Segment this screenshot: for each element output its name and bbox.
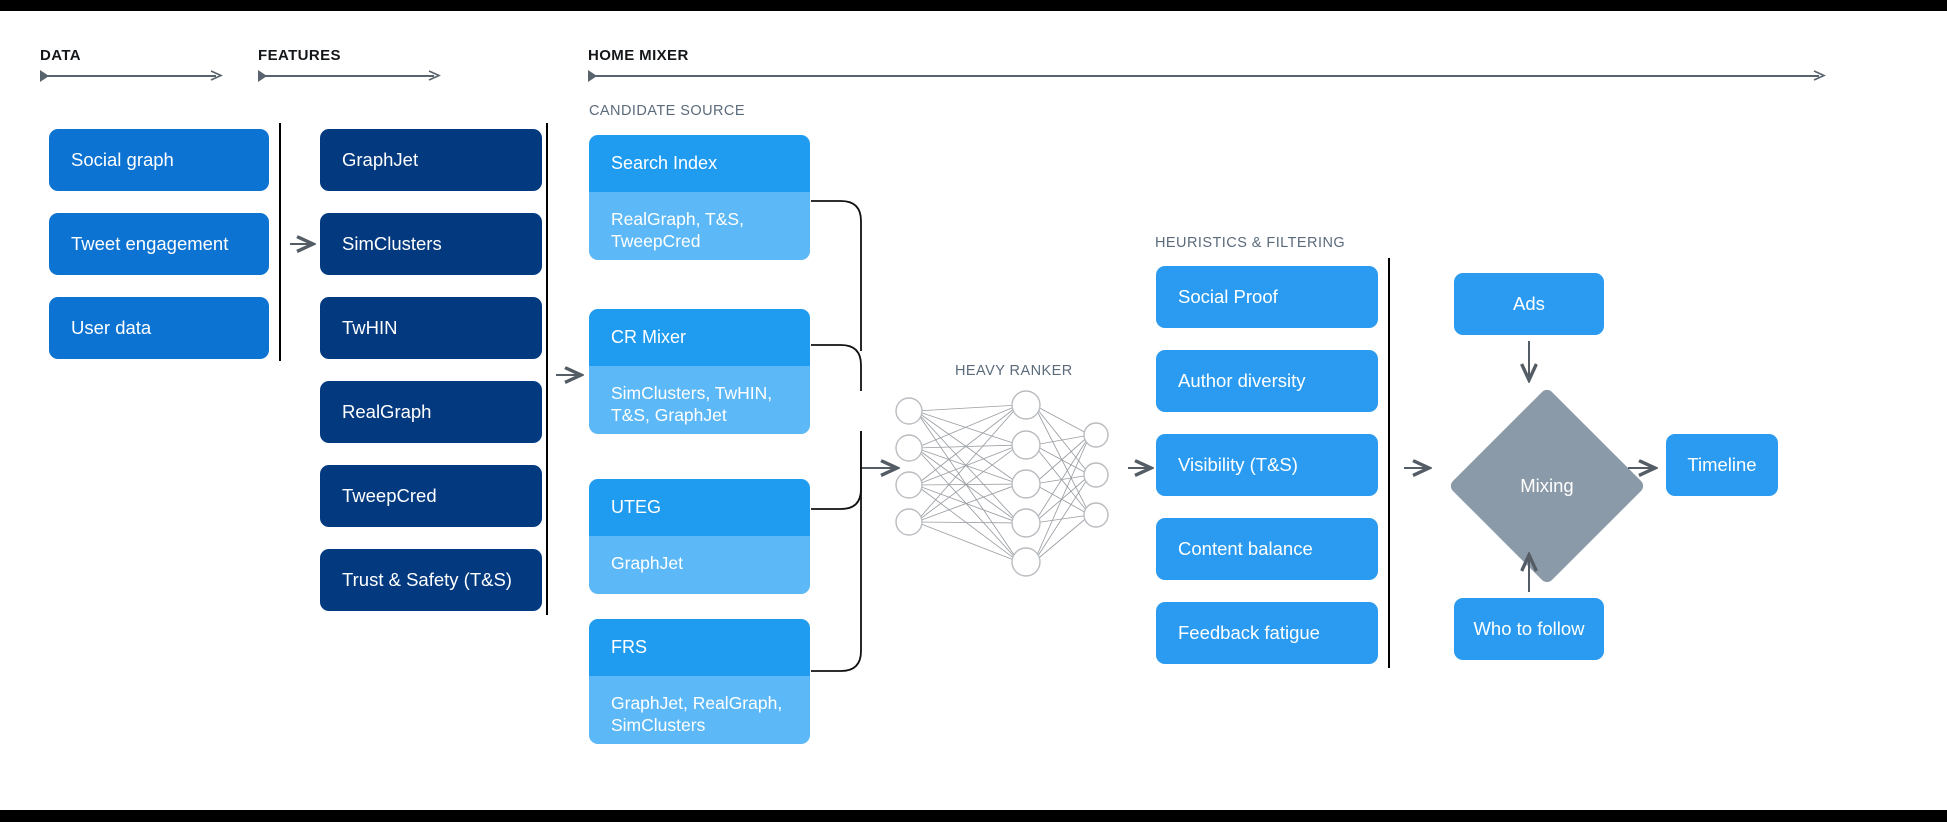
- feature-box-realgraph[interactable]: RealGraph: [320, 381, 542, 443]
- axis-end-arrow-home-mixer: [1813, 70, 1826, 81]
- mixing-label: Mixing: [1520, 475, 1574, 496]
- axis-line-home-mixer: [594, 75, 1819, 77]
- feature-box-label: Trust & Safety (T&S): [342, 569, 512, 590]
- candidate-source-features: SimClusters, TwHIN,T&S, GraphJet: [589, 366, 810, 434]
- axis-line-features: [264, 75, 434, 77]
- heuristic-box-label: Author diversity: [1178, 370, 1306, 391]
- heavy-ranker-network: [895, 390, 1109, 577]
- divider-data-features: [279, 123, 281, 361]
- candidate-source-name: UTEG: [589, 479, 810, 536]
- candidate-source-name: CR Mixer: [589, 309, 810, 366]
- feature-box-tweepcred[interactable]: TweepCred: [320, 465, 542, 527]
- axis-line-data: [46, 75, 216, 77]
- heuristic-box-label: Feedback fatigue: [1178, 622, 1320, 643]
- feature-box-twhin[interactable]: TwHIN: [320, 297, 542, 359]
- section-title-data: DATA: [40, 47, 82, 64]
- feature-box-label: SimClusters: [342, 233, 442, 254]
- heuristic-box-author-diversity[interactable]: Author diversity: [1156, 350, 1378, 412]
- data-box-label: Social graph: [71, 149, 174, 170]
- axis-start-arrow-home-mixer: [588, 70, 597, 82]
- axis-start-arrow-data: [40, 70, 49, 82]
- candidate-source-name: FRS: [589, 619, 810, 676]
- nn-hidden-layer: [1011, 390, 1041, 577]
- feature-box-label: RealGraph: [342, 401, 432, 422]
- axis-end-arrow-features: [428, 70, 441, 81]
- candidate-source-card-search-index[interactable]: Search Index RealGraph, T&S,TweepCred: [589, 135, 810, 260]
- axis-end-arrow-data: [210, 70, 223, 81]
- axis-features: [258, 69, 441, 83]
- heuristic-box-label: Social Proof: [1178, 286, 1278, 307]
- timeline-box[interactable]: Timeline: [1666, 434, 1778, 496]
- candidate-source-features: RealGraph, T&S,TweepCred: [589, 192, 810, 260]
- section-title-home-mixer: HOME MIXER: [588, 47, 689, 64]
- divider-features-mixer: [546, 123, 548, 615]
- ads-box[interactable]: Ads: [1454, 273, 1604, 335]
- data-box-social-graph[interactable]: Social graph: [49, 129, 269, 191]
- heuristic-box-label: Visibility (T&S): [1178, 454, 1298, 475]
- data-box-label: Tweet engagement: [71, 233, 229, 254]
- candidate-source-card-frs[interactable]: FRS GraphJet, RealGraph,SimClusters: [589, 619, 810, 744]
- connector-layer: [290, 200, 1947, 672]
- heuristic-box-label: Content balance: [1178, 538, 1313, 559]
- subsection-title-heavy-ranker: HEAVY RANKER: [955, 363, 1073, 379]
- feature-box-simclusters[interactable]: SimClusters: [320, 213, 542, 275]
- candidate-source-card-uteg[interactable]: UTEG GraphJet: [589, 479, 810, 594]
- nn-edges: [915, 404, 1091, 563]
- candidate-source-card-cr-mixer[interactable]: CR Mixer SimClusters, TwHIN,T&S, GraphJe…: [589, 309, 810, 434]
- nn-input-layer: [895, 397, 923, 536]
- divider-heuristics-mixing: [1388, 258, 1390, 668]
- candidate-source-features: GraphJet: [589, 536, 810, 594]
- ads-label: Ads: [1513, 293, 1545, 314]
- heuristic-box-content-balance[interactable]: Content balance: [1156, 518, 1378, 580]
- nn-output-layer: [1083, 422, 1109, 528]
- subsection-title-candidate-source: CANDIDATE SOURCE: [589, 103, 745, 119]
- data-box-user-data[interactable]: User data: [49, 297, 269, 359]
- feature-box-label: TwHIN: [342, 317, 398, 338]
- who-to-follow-box[interactable]: Who to follow: [1454, 598, 1604, 660]
- subsection-title-heuristics: HEURISTICS & FILTERING: [1155, 235, 1346, 251]
- axis-home-mixer: [588, 69, 1828, 83]
- candidate-source-features: GraphJet, RealGraph,SimClusters: [589, 676, 810, 744]
- diagram-canvas: DATA FEATURES HOME MIXER CANDIDATE SOURC…: [0, 11, 1947, 810]
- data-box-label: User data: [71, 317, 152, 338]
- feature-box-graphjet[interactable]: GraphJet: [320, 129, 542, 191]
- heuristic-box-feedback-fatigue[interactable]: Feedback fatigue: [1156, 602, 1378, 664]
- axis-data: [40, 69, 223, 83]
- heuristic-box-social-proof[interactable]: Social Proof: [1156, 266, 1378, 328]
- feature-box-trust-safety[interactable]: Trust & Safety (T&S): [320, 549, 542, 611]
- timeline-label: Timeline: [1687, 454, 1757, 475]
- data-box-tweet-engagement[interactable]: Tweet engagement: [49, 213, 269, 275]
- feature-box-label: GraphJet: [342, 149, 419, 170]
- feature-box-label: TweepCred: [342, 485, 437, 506]
- heuristic-box-visibility[interactable]: Visibility (T&S): [1156, 434, 1378, 496]
- who-to-follow-label: Who to follow: [1473, 618, 1585, 639]
- candidate-source-name: Search Index: [589, 135, 810, 192]
- section-title-features: FEATURES: [258, 47, 341, 64]
- axis-start-arrow-features: [258, 70, 267, 82]
- candidate-merge-connector: [811, 200, 862, 672]
